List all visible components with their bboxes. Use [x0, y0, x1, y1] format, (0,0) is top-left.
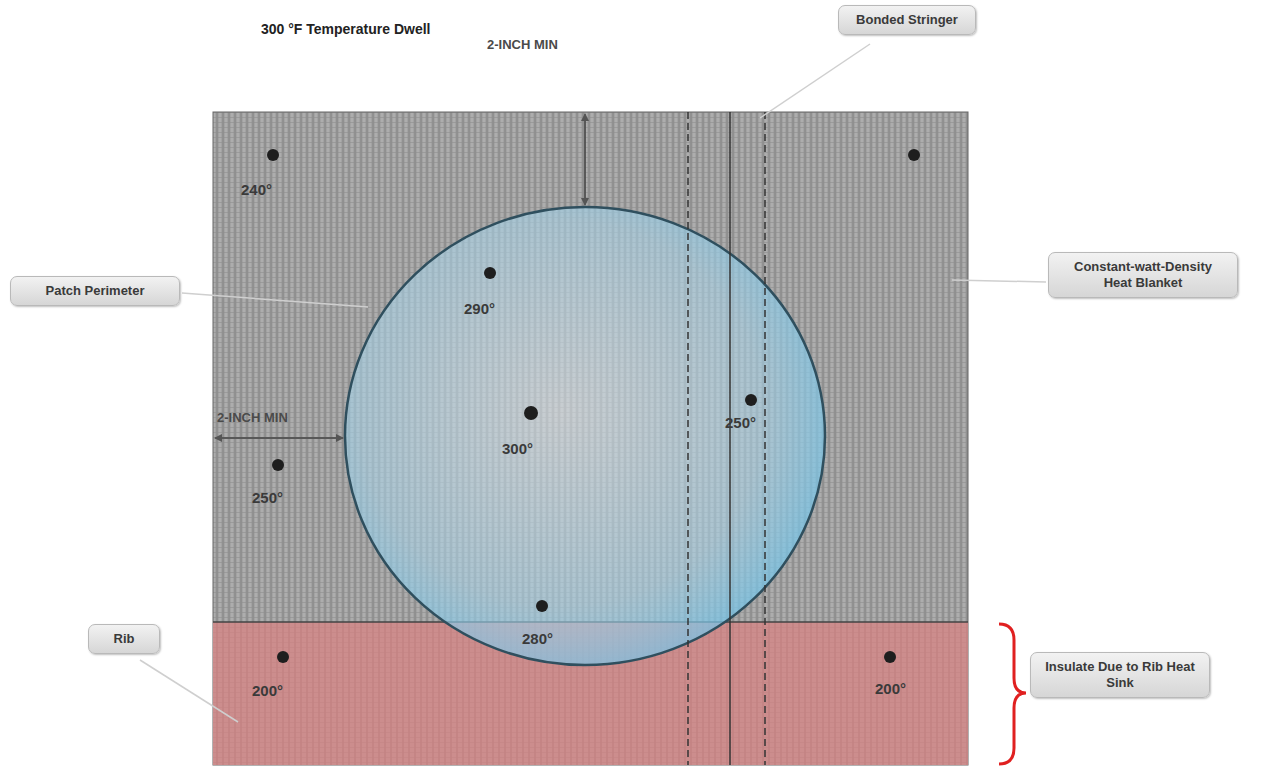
- callout-text: Patch Perimeter: [46, 283, 145, 298]
- callout-text: Insulate Due to Rib Heat Sink: [1045, 659, 1195, 690]
- temperature-reading: 290°: [464, 300, 495, 317]
- callout-box: Patch Perimeter: [10, 276, 180, 306]
- diagram-title: 300 °F Temperature Dwell: [261, 21, 431, 37]
- temperature-reading: 200°: [252, 682, 283, 699]
- dimension-arrows: [215, 114, 585, 438]
- stringer-lines: [688, 112, 765, 765]
- leader-lines: [140, 44, 1046, 722]
- dimension-label: 2-INCH MIN: [217, 410, 288, 425]
- temperature-reading: 200°: [875, 680, 906, 697]
- patch-perimeter: [345, 207, 825, 665]
- callout-text: Constant-watt-Density Heat Blanket: [1074, 259, 1212, 290]
- temperature-reading: 250°: [725, 414, 756, 431]
- callout-box: Bonded Stringer: [838, 5, 976, 35]
- temperature-reading: 250°: [252, 489, 283, 506]
- heat-blanket: [213, 112, 968, 765]
- dimension-label: 2-INCH MIN: [487, 37, 558, 52]
- temperature-reading: 280°: [522, 630, 553, 647]
- temperature-reading: 240°: [241, 181, 272, 198]
- callout-box: Constant-watt-Density Heat Blanket: [1048, 252, 1238, 298]
- temperature-reading: 300°: [502, 440, 533, 457]
- callout-box: Insulate Due to Rib Heat Sink: [1030, 652, 1210, 698]
- callout-text: Bonded Stringer: [856, 12, 958, 27]
- callout-box: Rib: [88, 624, 160, 654]
- callout-text: Rib: [114, 631, 135, 646]
- rib-brace: [999, 624, 1026, 764]
- thermocouple-dots: [267, 149, 920, 663]
